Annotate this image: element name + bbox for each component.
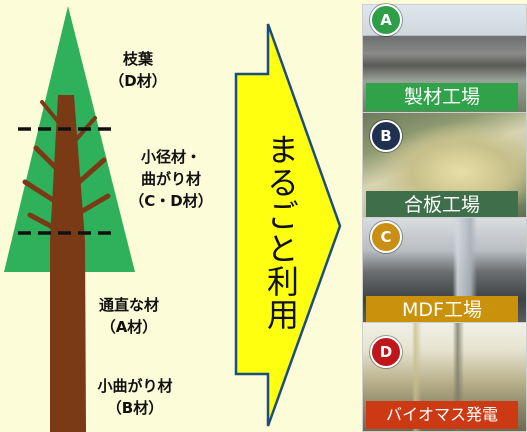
label-straight-line2: （A材） (100, 318, 158, 336)
label-small-bent: 小曲がり材 （B材） (80, 375, 190, 419)
label-small-curved: 小径材・ 曲がり材 （C・D材） (116, 146, 226, 212)
label-leaves-line1: 枝葉 (122, 50, 153, 68)
label-small-bent-line2: （B材） (106, 399, 164, 417)
label-small-curved-line1: 小径材・ (140, 148, 201, 166)
label-small-curved-line3: （C・D材） (129, 192, 213, 210)
label-straight-line1: 通直な材 (98, 296, 159, 314)
arrow-label: まるごと利用 (262, 133, 300, 331)
label-leaves: 枝葉 （D材） (98, 48, 178, 92)
badge-b: B (370, 120, 402, 152)
arrow-shape (234, 23, 342, 427)
destination-caption-c: MDF工場 (366, 296, 518, 324)
destination-caption-a: 製材工場 (366, 83, 518, 111)
destination-caption-d: バイオマス発電 (366, 401, 518, 429)
label-leaves-line2: （D材） (109, 72, 167, 90)
destination-caption-b: 合板工場 (366, 191, 518, 219)
badge-d: D (370, 336, 402, 368)
label-small-bent-line1: 小曲がり材 (97, 377, 173, 395)
flow-arrow (234, 23, 342, 427)
badge-c: C (370, 221, 402, 253)
badge-a: A (370, 4, 402, 36)
tree-illustration (4, 6, 135, 432)
label-small-curved-line2: 曲がり材 (140, 170, 201, 188)
label-straight: 通直な材 （A材） (84, 294, 174, 338)
tree-trunk (22, 95, 111, 432)
